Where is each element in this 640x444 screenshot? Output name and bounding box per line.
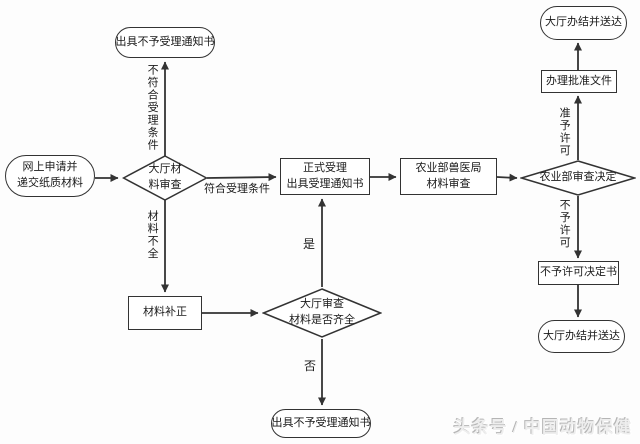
edge-label-permission-denied: 不予许可 — [558, 199, 571, 249]
edge-hall-review-to-formal — [206, 173, 277, 182]
node-denial-decision: 不予许可决定书 — [538, 261, 619, 285]
node-hall-material-review: 大厅材 料审查 — [122, 155, 208, 201]
node-hall-completeness-label: 大厅审查 材料是否齐全 — [289, 298, 355, 326]
node-reject-notice-top: 出具不予受理通知书 — [115, 27, 215, 58]
node-material-correction: 材料补正 — [128, 296, 202, 330]
node-done-top: 大厅办结并送达 — [540, 6, 627, 40]
node-done-bottom: 大厅办结并送达 — [538, 320, 625, 353]
diamond-shape — [122, 155, 208, 201]
node-formal-acceptance: 正式受理 出具受理通知书 — [280, 158, 370, 195]
edge-label-not-meet-conditions: 不符合受理条件 — [146, 64, 159, 152]
node-reject-notice-bottom: 出具不予受理通知书 — [271, 409, 371, 438]
watermark-text: 头条号 / 中国动物保健 — [453, 418, 632, 437]
edge-label-no: 否 — [304, 359, 317, 373]
node-hall-material-review-label: 大厅材 料审查 — [148, 163, 182, 191]
node-hall-completeness-check: 大厅审查 材料是否齐全 — [262, 288, 382, 338]
node-moa-decision-label: 农业部审查决定 — [539, 171, 617, 184]
diamond-shape — [262, 288, 382, 338]
edge-moa-review-to-decision — [496, 173, 518, 182]
edge-label-meet-conditions: 符合受理条件 — [204, 183, 270, 195]
edge-label-permission-granted: 准予许可 — [558, 107, 571, 157]
node-online-apply: 网上申请并 递交纸质材料 — [5, 155, 95, 197]
node-moa-decision: 农业部审查决定 — [520, 160, 636, 196]
diamond-shape — [520, 160, 636, 196]
edge-label-yes: 是 — [303, 237, 316, 251]
node-approval-document: 办理批准文件 — [541, 70, 617, 93]
edge-label-materials-incomplete: 材料不全 — [146, 210, 159, 260]
node-moa-material-review: 农业部兽医局 材料审查 — [400, 158, 497, 195]
